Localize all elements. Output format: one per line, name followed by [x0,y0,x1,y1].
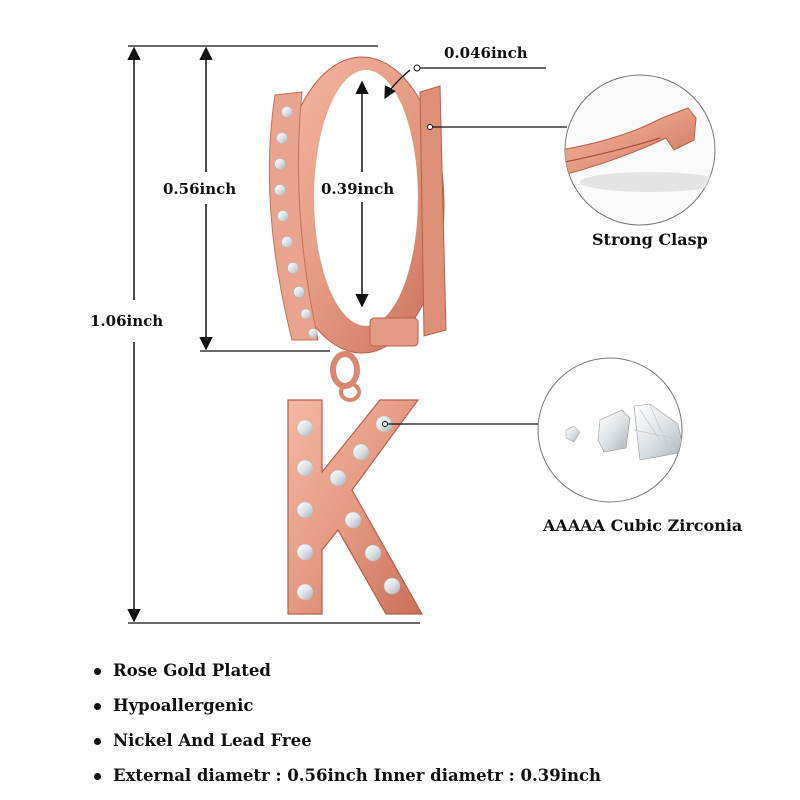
bullet-icon [94,773,101,780]
hoop-earring [268,56,447,354]
feature-text: Rose Gold Plated [113,661,271,680]
dimension-total-length [127,45,420,624]
wire-thickness-label: 0.046inch [444,44,528,62]
letter-charm [287,399,424,615]
feature-item: Hypoallergenic [94,693,601,728]
dimension-wire-thickness [384,64,546,100]
dimension-external-diameter [199,46,330,352]
cubic-zirconia-caption: AAAAA Cubic Zirconia [543,516,743,535]
callout-zirconia-line [382,421,558,427]
bullet-icon [94,703,101,710]
bullet-icon [94,668,101,675]
callout-clasp-line [427,124,567,130]
feature-item: Nickel And Lead Free [94,728,601,763]
bullet-icon [94,738,101,745]
feature-text: Hypoallergenic [113,696,254,715]
feature-text: Nickel And Lead Free [113,731,312,750]
strong-clasp-caption: Strong Clasp [592,230,708,249]
feature-text: External diametr : 0.56inch Inner diamet… [113,766,601,785]
jump-ring [330,351,361,402]
inner-diameter-label: 0.39inch [321,180,395,198]
feature-item: Rose Gold Plated [94,658,601,693]
feature-list: Rose Gold Plated Hypoallergenic Nickel A… [94,658,601,798]
clasp-closeup-icon [564,74,716,226]
diamond-gems-icon [537,357,683,503]
external-diameter-label: 0.56inch [163,180,237,198]
feature-item: External diametr : 0.56inch Inner diamet… [94,763,601,798]
total-length-label: 1.06inch [90,312,164,330]
